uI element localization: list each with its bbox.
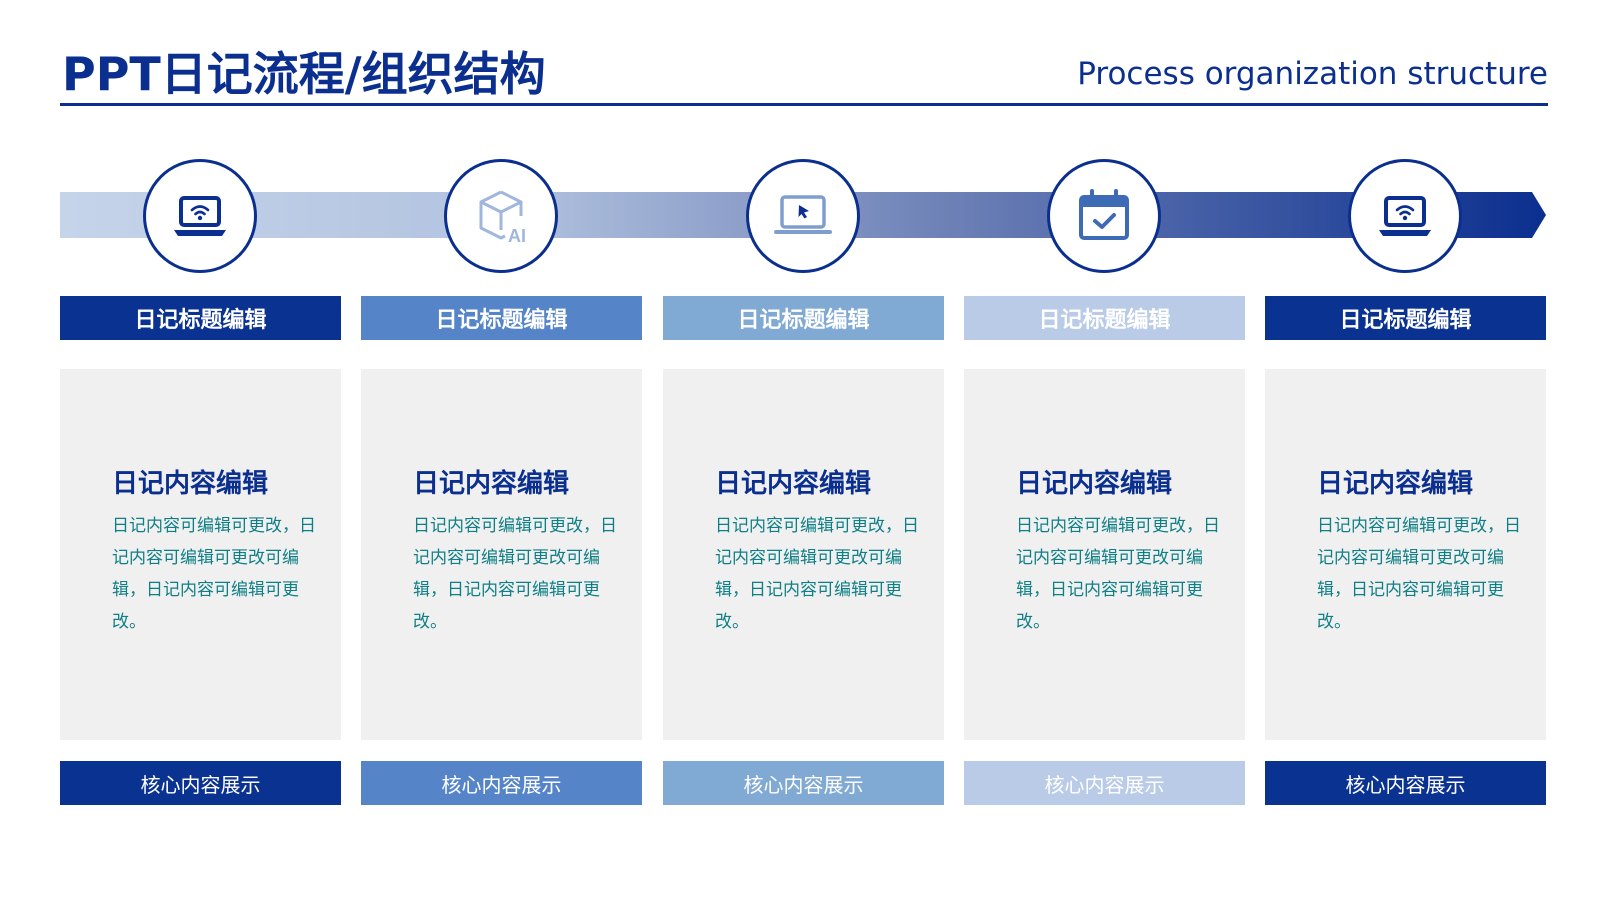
step-header: 日记标题编辑 — [663, 296, 944, 340]
step-icon-circle: AI — [444, 159, 558, 273]
laptop-cursor-icon — [773, 186, 833, 246]
card-body: 日记内容可编辑可更改，日记内容可编辑可更改可编辑，日记内容可编辑可更改。 — [1016, 516, 1220, 632]
page-subtitle: Process organization structure — [1077, 56, 1548, 92]
step-header: 日记标题编辑 — [60, 296, 341, 340]
step-card: 日记内容编辑日记内容可编辑可更改，日记内容可编辑可更改可编辑，日记内容可编辑可更… — [361, 369, 642, 740]
laptop-wifi-icon — [1375, 186, 1435, 246]
step-header: 日记标题编辑 — [361, 296, 642, 340]
card-title: 日记内容编辑 — [1016, 469, 1173, 499]
card-body: 日记内容可编辑可更改，日记内容可编辑可更改可编辑，日记内容可编辑可更改。 — [413, 516, 617, 632]
step-footer: 核心内容展示 — [60, 761, 341, 805]
card-body: 日记内容可编辑可更改，日记内容可编辑可更改可编辑，日记内容可编辑可更改。 — [1317, 516, 1521, 632]
step-icon-circle — [143, 159, 257, 273]
step-card: 日记内容编辑日记内容可编辑可更改，日记内容可编辑可更改可编辑，日记内容可编辑可更… — [663, 369, 944, 740]
step-card: 日记内容编辑日记内容可编辑可更改，日记内容可编辑可更改可编辑，日记内容可编辑可更… — [60, 369, 341, 740]
card-title: 日记内容编辑 — [413, 469, 570, 499]
step-header: 日记标题编辑 — [964, 296, 1245, 340]
laptop-wifi-icon — [170, 186, 230, 246]
card-title: 日记内容编辑 — [715, 469, 872, 499]
step-card: 日记内容编辑日记内容可编辑可更改，日记内容可编辑可更改可编辑，日记内容可编辑可更… — [964, 369, 1245, 740]
card-title: 日记内容编辑 — [112, 469, 269, 499]
ai-cube-icon: AI — [471, 186, 531, 246]
svg-text:AI: AI — [508, 226, 526, 246]
step-icon-circle — [1348, 159, 1462, 273]
step-icon-circle — [746, 159, 860, 273]
card-body: 日记内容可编辑可更改，日记内容可编辑可更改可编辑，日记内容可编辑可更改。 — [112, 516, 316, 632]
card-title: 日记内容编辑 — [1317, 469, 1474, 499]
title-underline — [60, 103, 1548, 106]
step-card: 日记内容编辑日记内容可编辑可更改，日记内容可编辑可更改可编辑，日记内容可编辑可更… — [1265, 369, 1546, 740]
step-icon-circle — [1047, 159, 1161, 273]
step-footer: 核心内容展示 — [361, 761, 642, 805]
calendar-check-icon — [1074, 186, 1134, 246]
step-header: 日记标题编辑 — [1265, 296, 1546, 340]
step-footer: 核心内容展示 — [964, 761, 1245, 805]
card-body: 日记内容可编辑可更改，日记内容可编辑可更改可编辑，日记内容可编辑可更改。 — [715, 516, 919, 632]
step-footer: 核心内容展示 — [1265, 761, 1546, 805]
page-title: PPT日记流程/组织结构 — [62, 47, 546, 101]
step-footer: 核心内容展示 — [663, 761, 944, 805]
